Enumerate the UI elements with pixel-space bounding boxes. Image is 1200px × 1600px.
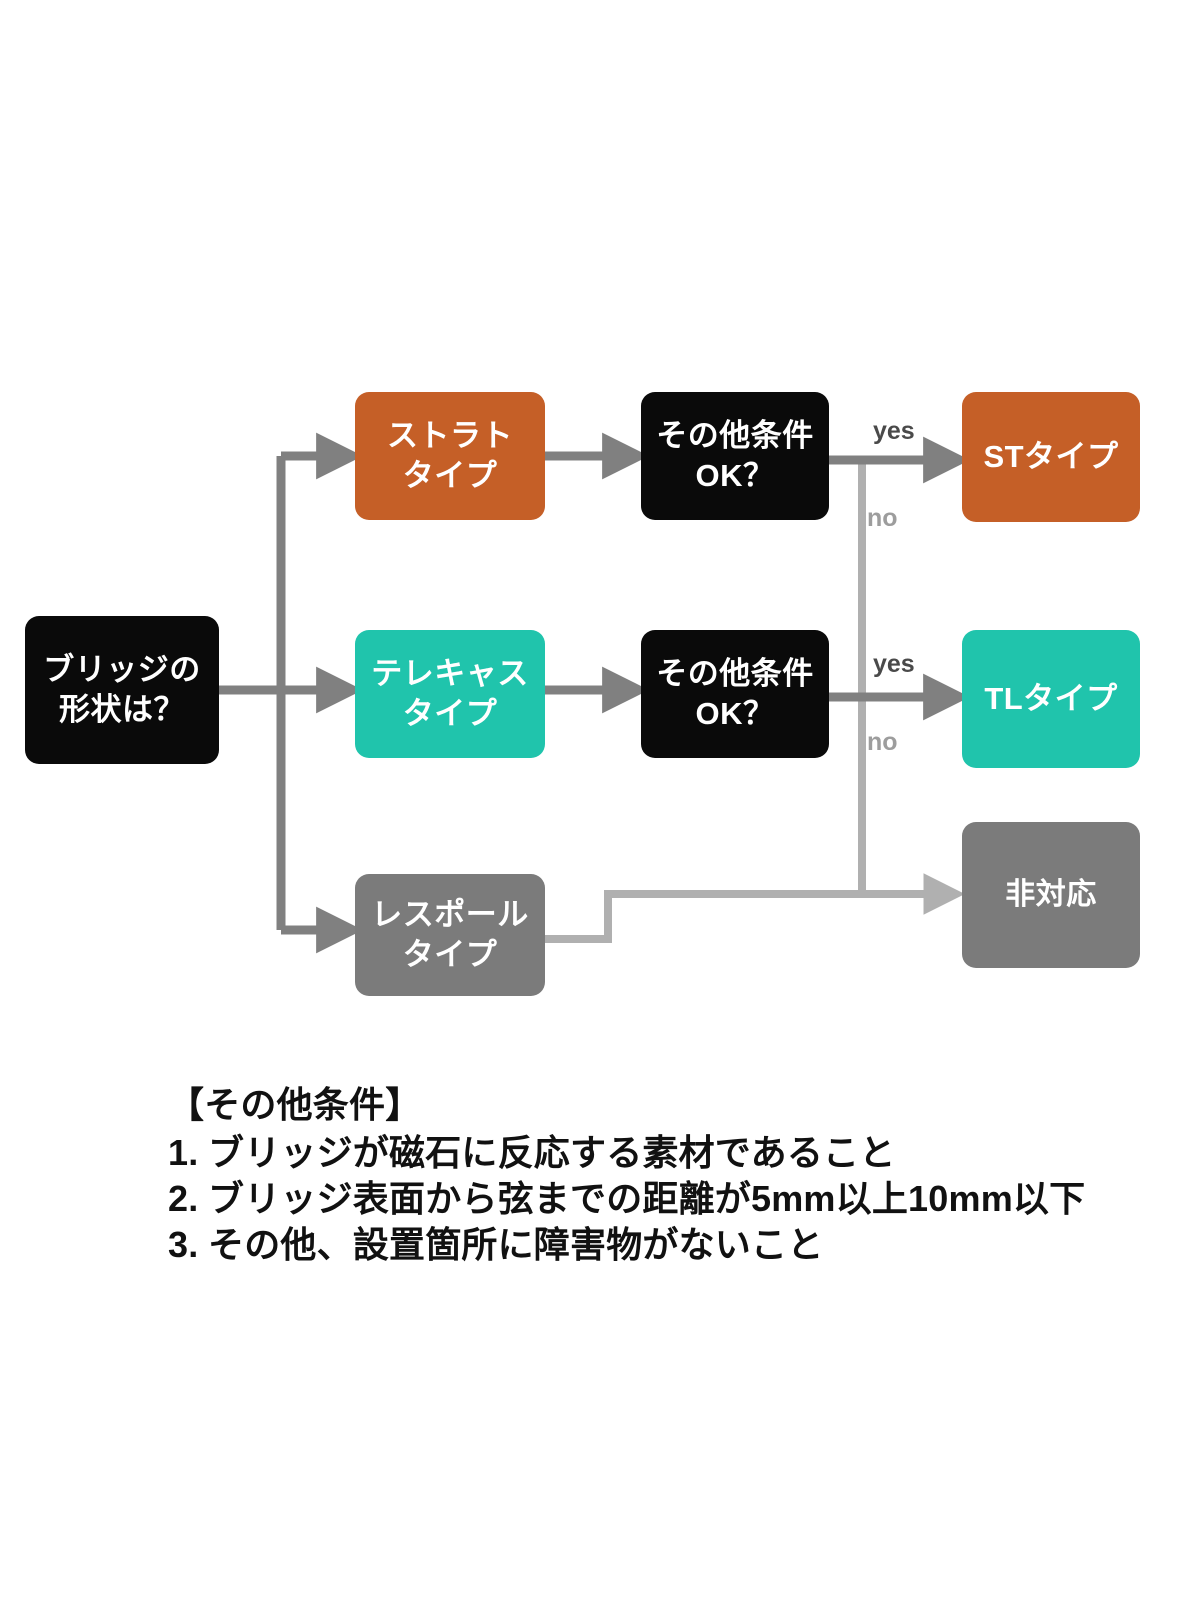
node-result-tl-label: TLタイプ: [984, 681, 1118, 717]
node-strat-line2: タイプ: [402, 458, 498, 493]
node-telecaster-line2: タイプ: [402, 696, 498, 731]
node-condition-st-line2: OK？: [695, 458, 775, 493]
wire-start-to-trunk: [219, 456, 286, 930]
conditions-heading: 【その他条件】: [168, 1084, 422, 1125]
condition-item: 2. ブリッジ表面から弦までの距離が5mm以上10mm以下: [168, 1176, 1178, 1222]
edge-label-no-tl: no: [867, 728, 898, 756]
node-result-st-label: STタイプ: [983, 439, 1119, 475]
condition-item-text: ブリッジが磁石に反応する素材であること: [208, 1132, 896, 1174]
node-condition-tl-line1: その他条件: [656, 656, 814, 692]
node-telecaster-type[interactable]: テレキャス タイプ: [355, 630, 545, 758]
node-start-line2: 形状は？: [59, 692, 185, 727]
condition-item: 3. その他、設置箇所に障害物がないこと: [168, 1222, 1178, 1268]
node-start-line1: ブリッジの: [43, 652, 201, 688]
node-condition-tl-line2: OK？: [695, 696, 775, 731]
node-telecaster-line1: テレキャス: [371, 656, 529, 692]
node-lespaul-type[interactable]: レスポール タイプ: [355, 874, 545, 996]
node-condition-tl[interactable]: その他条件 OK？: [641, 630, 829, 758]
node-strat-type[interactable]: ストラト タイプ: [355, 392, 545, 520]
condition-item-text: ブリッジ表面から弦までの距離が5mm以上10mm以下: [208, 1178, 1086, 1220]
condition-item: 1. ブリッジが磁石に反応する素材であること: [168, 1130, 1178, 1176]
edge-label-no-st: no: [867, 504, 898, 532]
node-result-st[interactable]: STタイプ: [962, 392, 1140, 522]
node-strat-line1: ストラト: [387, 418, 513, 454]
node-lespaul-line1: レスポール: [371, 897, 529, 933]
edge-label-yes-st: yes: [873, 417, 915, 445]
node-condition-st[interactable]: その他条件 OK？: [641, 392, 829, 520]
condition-item-number: 3.: [168, 1224, 199, 1266]
conditions-note-block: 【その他条件】 1. ブリッジが磁石に反応する素材であること 2. ブリッジ表面…: [168, 1082, 1178, 1268]
node-result-unsupported-label: 非対応: [1005, 877, 1097, 911]
node-result-unsupported[interactable]: 非対応: [962, 822, 1140, 968]
node-result-tl[interactable]: TLタイプ: [962, 630, 1140, 768]
node-condition-st-line1: その他条件: [656, 418, 814, 454]
node-start-question[interactable]: ブリッジの 形状は？: [25, 616, 219, 764]
condition-item-number: 2.: [168, 1178, 199, 1220]
wire-lespaul-to-none: [545, 873, 965, 943]
node-lespaul-line2: タイプ: [402, 937, 498, 972]
edge-label-yes-tl: yes: [873, 650, 915, 678]
condition-item-text: その他、設置箇所に障害物がないこと: [208, 1224, 824, 1266]
condition-item-number: 1.: [168, 1132, 199, 1174]
